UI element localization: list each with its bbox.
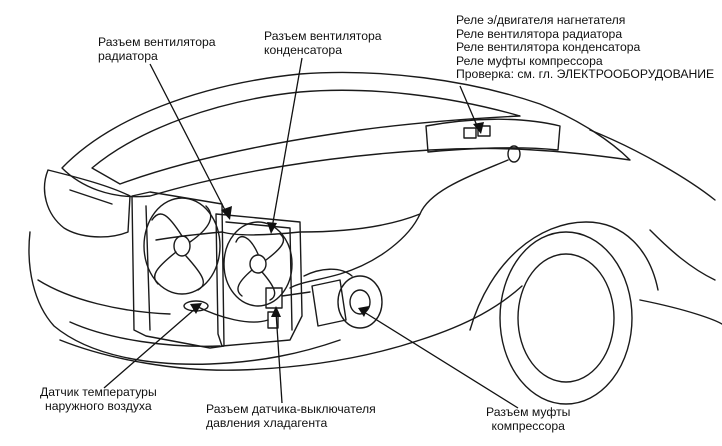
wiring-harness (289, 159, 509, 289)
front-tire (499, 231, 633, 405)
arrow-relays (473, 122, 484, 134)
label-line: Разъем муфты (486, 405, 571, 419)
leader-condenser-fan (271, 57, 303, 229)
label-condenser-fan-connector: Разъем вентилятора конденсатора (264, 29, 382, 57)
label-line: конденсатора (264, 42, 342, 57)
leader-radiator-fan (149, 63, 227, 213)
label-line: Разъем вентилятора (264, 29, 382, 43)
radiator-fan (143, 197, 221, 295)
relay-box (425, 118, 561, 153)
label-line: Реле вентилятора конденсатора (456, 40, 641, 55)
arrow-condenser-fan (267, 222, 277, 234)
arrow-clutch (358, 306, 369, 317)
label-line: Реле муфты компрессора (456, 53, 603, 68)
label-line: Разъем датчика-выключателя (206, 402, 376, 416)
lower-grille (69, 321, 221, 347)
label-line: Реле вентилятора радиатора (456, 26, 623, 41)
label-ambient-temp-sensor: Датчик температуры наружного воздуха (40, 385, 157, 413)
leader-clutch (363, 311, 519, 409)
label-line: Разъем вентилятора (98, 35, 216, 49)
door-line (649, 229, 716, 281)
leader-ambient (103, 307, 197, 389)
label-line: наружного воздуха (45, 398, 152, 413)
hood-inner-panel (91, 89, 521, 185)
compressor (337, 275, 383, 329)
body-side-line (589, 129, 716, 201)
condenser-frame (215, 213, 303, 347)
leader-relays (459, 85, 479, 129)
label-line: компрессора (491, 418, 565, 433)
wheel-arch (469, 221, 659, 331)
condenser-fan (223, 221, 293, 307)
headlight (43, 169, 131, 238)
arrow-radiator-fan (221, 206, 232, 220)
hood-outline (61, 71, 631, 198)
label-line: Реле э/двигателя нагнетателя (456, 13, 626, 27)
label-line: Датчик температуры (40, 385, 157, 399)
arrow-ambient (190, 303, 202, 314)
label-line: давления хладагента (206, 415, 328, 430)
radiator-frame (131, 191, 225, 349)
label-compressor-clutch-connector: Разъем муфты компрессора (486, 405, 571, 433)
label-pressure-switch-connector: Разъем датчика-выключателя давления хлад… (206, 402, 376, 430)
arrow-pressure (271, 306, 281, 317)
label-line: Проверка: см. гл. ЭЛЕКТРООБОРУДОВАНИЕ (456, 67, 715, 82)
label-relay-list: Реле э/двигателя нагнетателя Реле вентил… (456, 13, 715, 82)
label-radiator-fan-connector: Разъем вентилятора радиатора (98, 35, 216, 63)
leader-pressure (275, 311, 283, 404)
label-line: радиатора (98, 48, 158, 63)
